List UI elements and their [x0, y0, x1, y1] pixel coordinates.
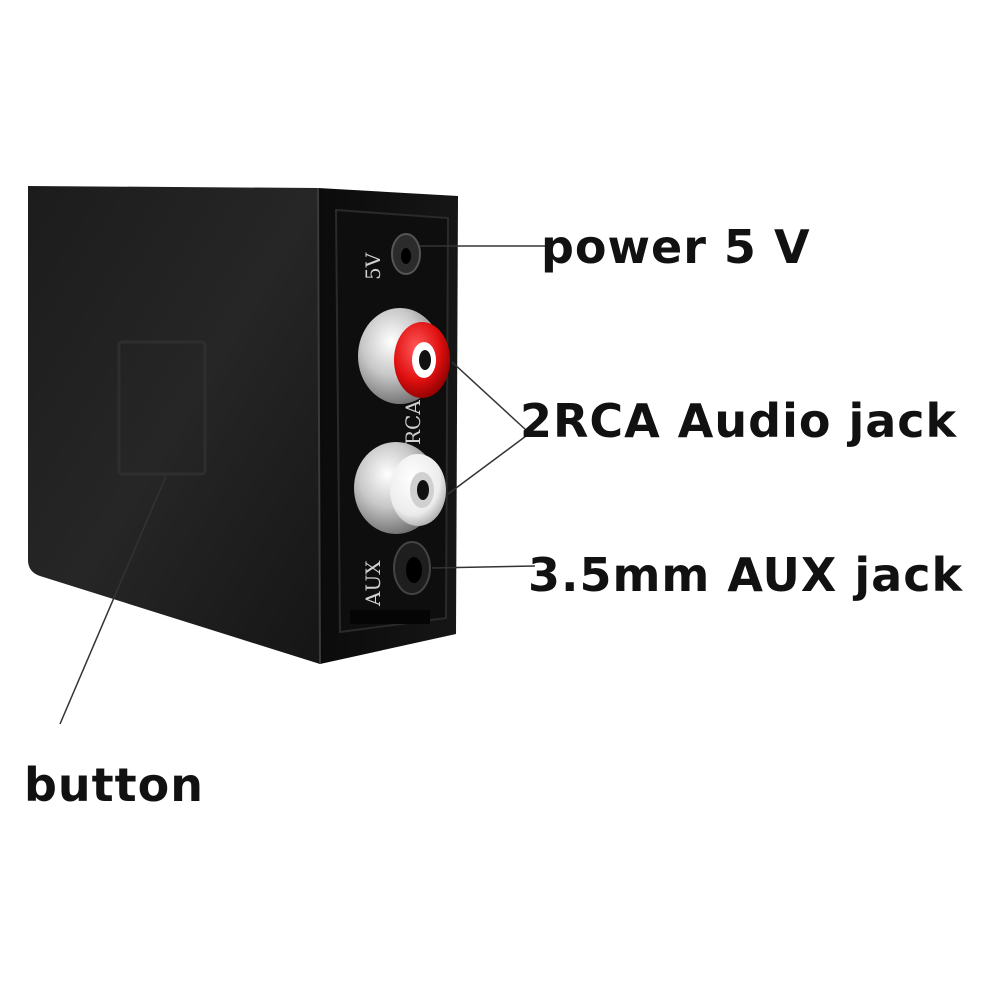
device-top-face [28, 186, 320, 664]
rca-white-jack [354, 442, 446, 534]
callout-button: button [24, 758, 205, 812]
leader-lines [59, 245, 545, 725]
port-panel [334, 208, 450, 634]
leader-button [59, 475, 167, 725]
leader-aux [431, 565, 536, 569]
button-outline [117, 340, 207, 476]
aux-jack [393, 541, 431, 595]
leader-rca-white [447, 435, 527, 495]
callout-rca: 2RCA Audio jack [520, 394, 958, 448]
port-label-aux: AUX [361, 560, 385, 607]
rca-red-jack [358, 308, 450, 404]
callout-power: power 5 V [541, 220, 811, 274]
port-label-rca: RCA [401, 400, 425, 445]
callout-aux: 3.5mm AUX jack [528, 548, 964, 602]
power-jack [391, 233, 421, 275]
leader-rca-red [451, 361, 527, 431]
port-label-power: 5V [361, 252, 385, 280]
